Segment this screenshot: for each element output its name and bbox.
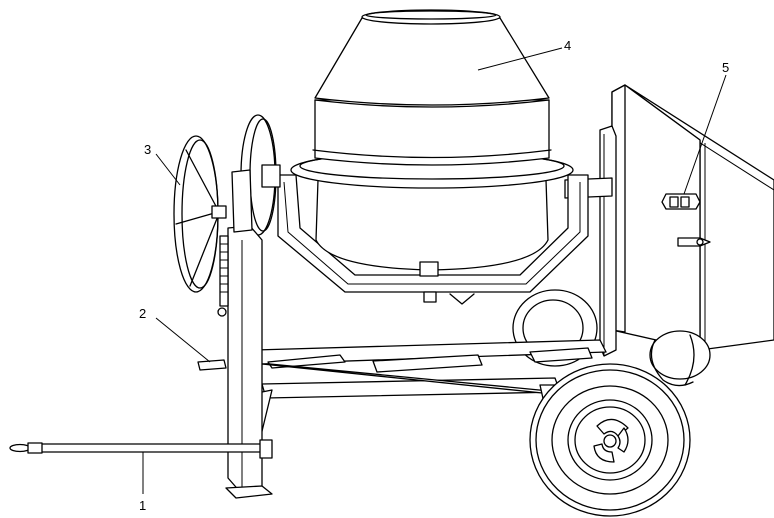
callout-5-label: 5 xyxy=(722,60,729,75)
motor-cover xyxy=(611,84,774,387)
callout-1: 1 xyxy=(139,452,146,513)
tow-bar xyxy=(9,439,273,459)
callout-2-label: 2 xyxy=(139,306,146,321)
callout-2: 2 xyxy=(139,306,211,363)
road-wheel xyxy=(529,363,691,517)
right-support-post xyxy=(599,125,617,357)
callout-5: 5 xyxy=(683,60,729,195)
callout-3-label: 3 xyxy=(144,142,151,157)
hand-wheel xyxy=(173,135,227,293)
left-upright-post xyxy=(197,169,273,499)
callout-3: 3 xyxy=(144,142,181,186)
callout-4: 4 xyxy=(477,38,571,71)
foot-pedal xyxy=(197,359,227,371)
door-latch-icon xyxy=(677,237,711,247)
callout-1-label: 1 xyxy=(139,498,146,513)
switch-box xyxy=(661,193,701,210)
mixing-drum xyxy=(290,9,574,305)
callout-4-label: 4 xyxy=(564,38,571,53)
